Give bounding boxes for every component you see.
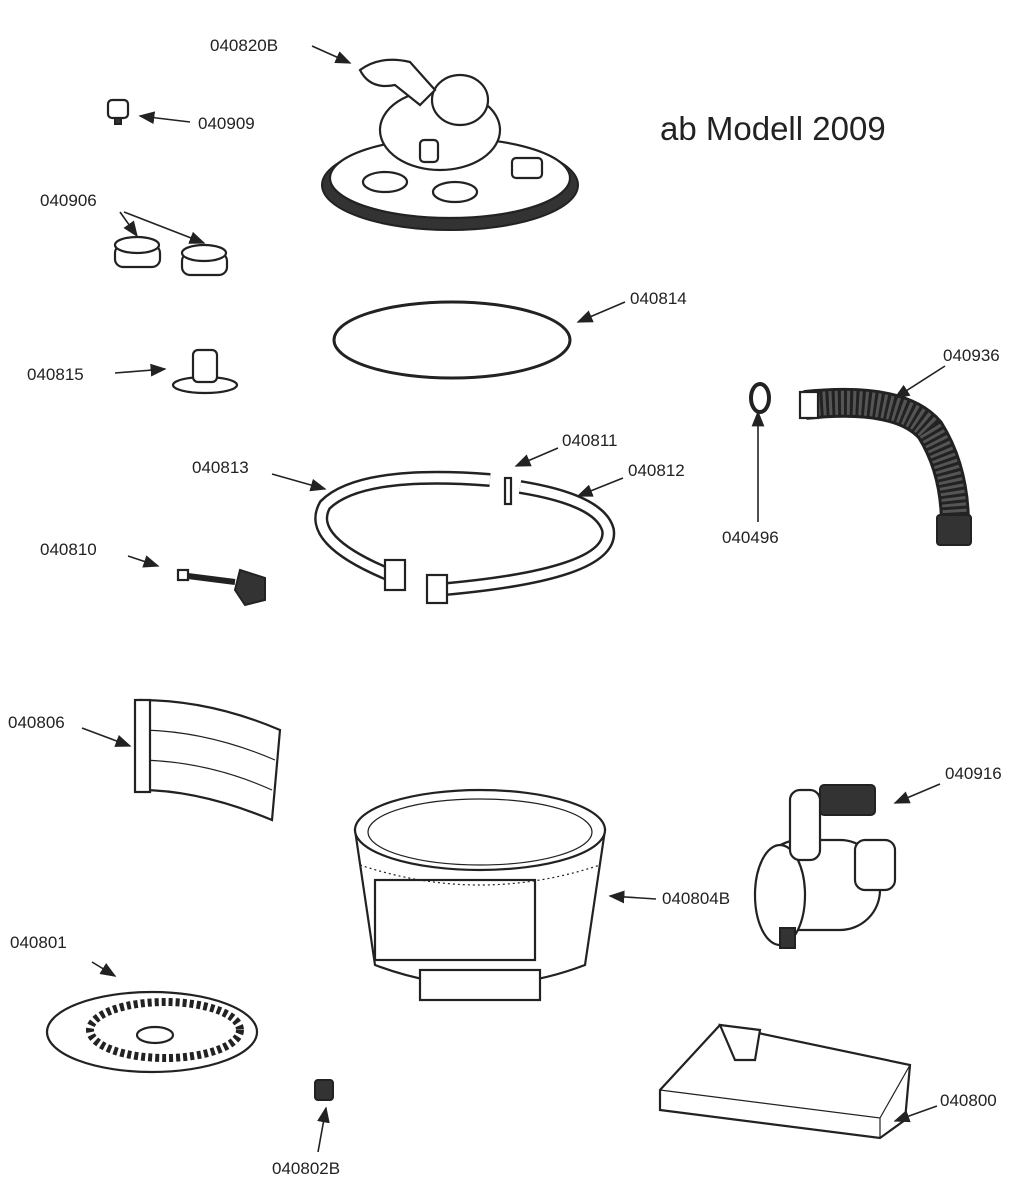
- label-040906: 040906: [40, 191, 97, 210]
- label-040496: 040496: [722, 528, 779, 547]
- multiport-valve-part: [321, 58, 579, 231]
- label-040810: 040810: [40, 540, 97, 559]
- o-ring-part: [332, 300, 572, 380]
- drain-plug-part: [171, 348, 239, 395]
- label-040909: 040909: [198, 114, 255, 133]
- label-040812: 040812: [628, 461, 685, 480]
- label-040806: 040806: [8, 713, 65, 732]
- base-plate-part: [658, 1023, 912, 1140]
- label-040804B: 040804B: [662, 889, 730, 908]
- model-title: ab Modell 2009: [660, 110, 886, 147]
- tank-part: [353, 788, 607, 1002]
- label-040814: 040814: [630, 289, 687, 308]
- label-040802B: 040802B: [272, 1159, 340, 1178]
- label-040820B: 040820B: [210, 36, 278, 55]
- clamp-bolt-knob-part: [176, 568, 266, 607]
- label-040813: 040813: [192, 458, 249, 477]
- pump-part: [753, 784, 897, 949]
- grid-panel-part: [133, 698, 282, 822]
- bottom-grid-part: [45, 990, 259, 1074]
- label-040801: 040801: [10, 933, 67, 952]
- label-040800: 040800: [940, 1091, 997, 1110]
- bottom-plug-part: [314, 1079, 334, 1101]
- hose-part: [798, 387, 972, 546]
- label-040936: 040936: [943, 346, 1000, 365]
- label-040811: 040811: [562, 431, 617, 450]
- label-040916: 040916: [945, 764, 1002, 783]
- hose-clip-part: [749, 382, 771, 414]
- small-knob-part: [106, 98, 130, 125]
- caps-part: [113, 235, 229, 277]
- clamp-ring-part: [314, 470, 616, 605]
- label-040815: 040815: [27, 365, 84, 384]
